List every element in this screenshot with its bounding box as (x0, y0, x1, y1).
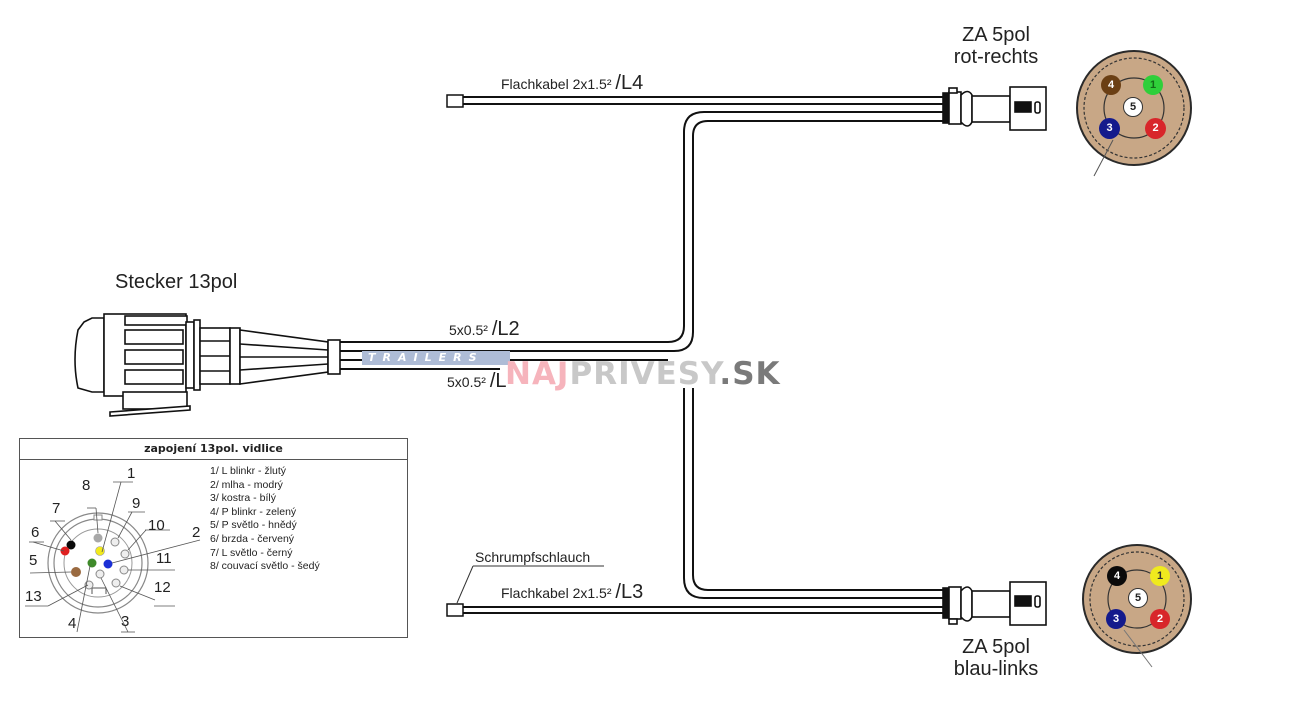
connector-right-title: ZA 5pol rot-rechts (940, 24, 1052, 68)
cable-l1-spec: 5x0.5² (447, 374, 486, 390)
cable-l1 (340, 359, 943, 599)
connector-right-title-line1: ZA 5pol (962, 24, 1030, 46)
connector-right-title-line2: rot-rechts (953, 46, 1039, 68)
cable-l2 (340, 111, 943, 352)
pin-label-6: 6 (31, 524, 40, 541)
pinout-legend-item: 6/ brzda - červený (210, 532, 295, 545)
pin-1-right: 1 (1143, 75, 1163, 95)
cable-l3-label: Flachkabel 2x1.5² /L3 (501, 581, 643, 604)
watermark-part1: NAJ (505, 356, 570, 392)
pin-label-10: 10 (148, 517, 165, 534)
pinout-legend-item: 1/ L blinkr - žlutý (210, 465, 287, 477)
shrink-tube-leader (456, 565, 604, 604)
pin-2-right: 2 (1145, 118, 1166, 139)
cable-l1-label: 5x0.5² /L (447, 370, 507, 393)
connector-left-title-line2: blau-links (953, 658, 1039, 680)
pin-label-1: 1 (127, 465, 136, 482)
watermark-part2: PRIVESY (569, 356, 720, 392)
pin-5-right: 5 (1123, 97, 1143, 117)
watermark-logo: NAJPRIVESY.SK (505, 356, 781, 392)
pin-label-12: 12 (154, 579, 171, 596)
pin-label-8: 8 (82, 477, 91, 494)
pinout-legend-item: 4/ P blinkr - zelený (210, 505, 297, 518)
connector-left-housing (942, 581, 1047, 626)
cable-l4-label: Flachkabel 2x1.5² /L4 (501, 72, 643, 95)
pin-3-right: 3 (1099, 118, 1120, 139)
pin-5-left: 5 (1128, 588, 1148, 608)
pin-label-11: 11 (156, 550, 172, 567)
connector-left-title-line1: ZA 5pol (962, 636, 1030, 658)
pinout-legend-item: 7/ L světlo - černý (210, 546, 293, 559)
watermark-part3: .SK (719, 356, 781, 392)
pin-1-left: 1 (1150, 566, 1170, 586)
pinout-legend-item: 5/ P světlo - hnědý (210, 519, 297, 532)
cable-l4 (462, 96, 943, 105)
cable-end-cap-l4 (446, 94, 464, 108)
shrink-tube-label: Schrumpfschlauch (475, 549, 591, 565)
pin-2-left: 2 (1150, 609, 1170, 629)
pinout-table: zapojení 13pol. vidlice (19, 438, 408, 638)
cable-l3 (462, 606, 943, 614)
pin-3-left: 3 (1106, 609, 1126, 629)
pin-4-left: 4 (1107, 566, 1127, 586)
watermark-trailers: TRAILERS (362, 351, 510, 365)
pin-label-7: 7 (52, 500, 61, 517)
pin-label-3: 3 (121, 613, 130, 630)
pin-label-5: 5 (29, 552, 38, 569)
pin-label-9: 9 (132, 495, 141, 512)
plug-13pin-body (74, 313, 341, 417)
pin-label-2: 2 (192, 524, 201, 541)
cable-l2-code: /L2 (491, 318, 520, 340)
pin-4-right: 4 (1101, 75, 1121, 95)
cable-end-cap-l3 (446, 603, 464, 617)
plug-face-13pin (25, 481, 201, 633)
pinout-table-heading: zapojení 13pol. vidlice (20, 439, 407, 460)
pinout-legend: 1/ L blinkr - žlutý 2/ mlha - modrý 3/ k… (210, 465, 320, 574)
cable-l2-label: 5x0.5² /L2 (449, 318, 520, 341)
cable-l3-code: /L3 (615, 581, 644, 603)
pinout-legend-item: 2/ mlha - modrý (210, 478, 283, 491)
pin-label-4: 4 (68, 615, 77, 632)
pinout-legend-item: 3/ kostra - bílý (210, 492, 276, 505)
pin-label-13: 13 (25, 588, 42, 605)
cable-l2-spec: 5x0.5² (449, 322, 488, 338)
connector-left-title: ZA 5pol blau-links (940, 636, 1052, 680)
cable-l4-spec: Flachkabel 2x1.5² (501, 76, 612, 92)
cable-l1-code: /L (489, 370, 507, 392)
cable-l4-code: /L4 (615, 72, 644, 94)
plug-title: Stecker 13pol (115, 271, 238, 293)
pinout-legend-item: 8/ couvací světlo - šedý (210, 560, 320, 573)
connector-right-housing (942, 86, 1047, 131)
cable-l3-spec: Flachkabel 2x1.5² (501, 585, 612, 601)
